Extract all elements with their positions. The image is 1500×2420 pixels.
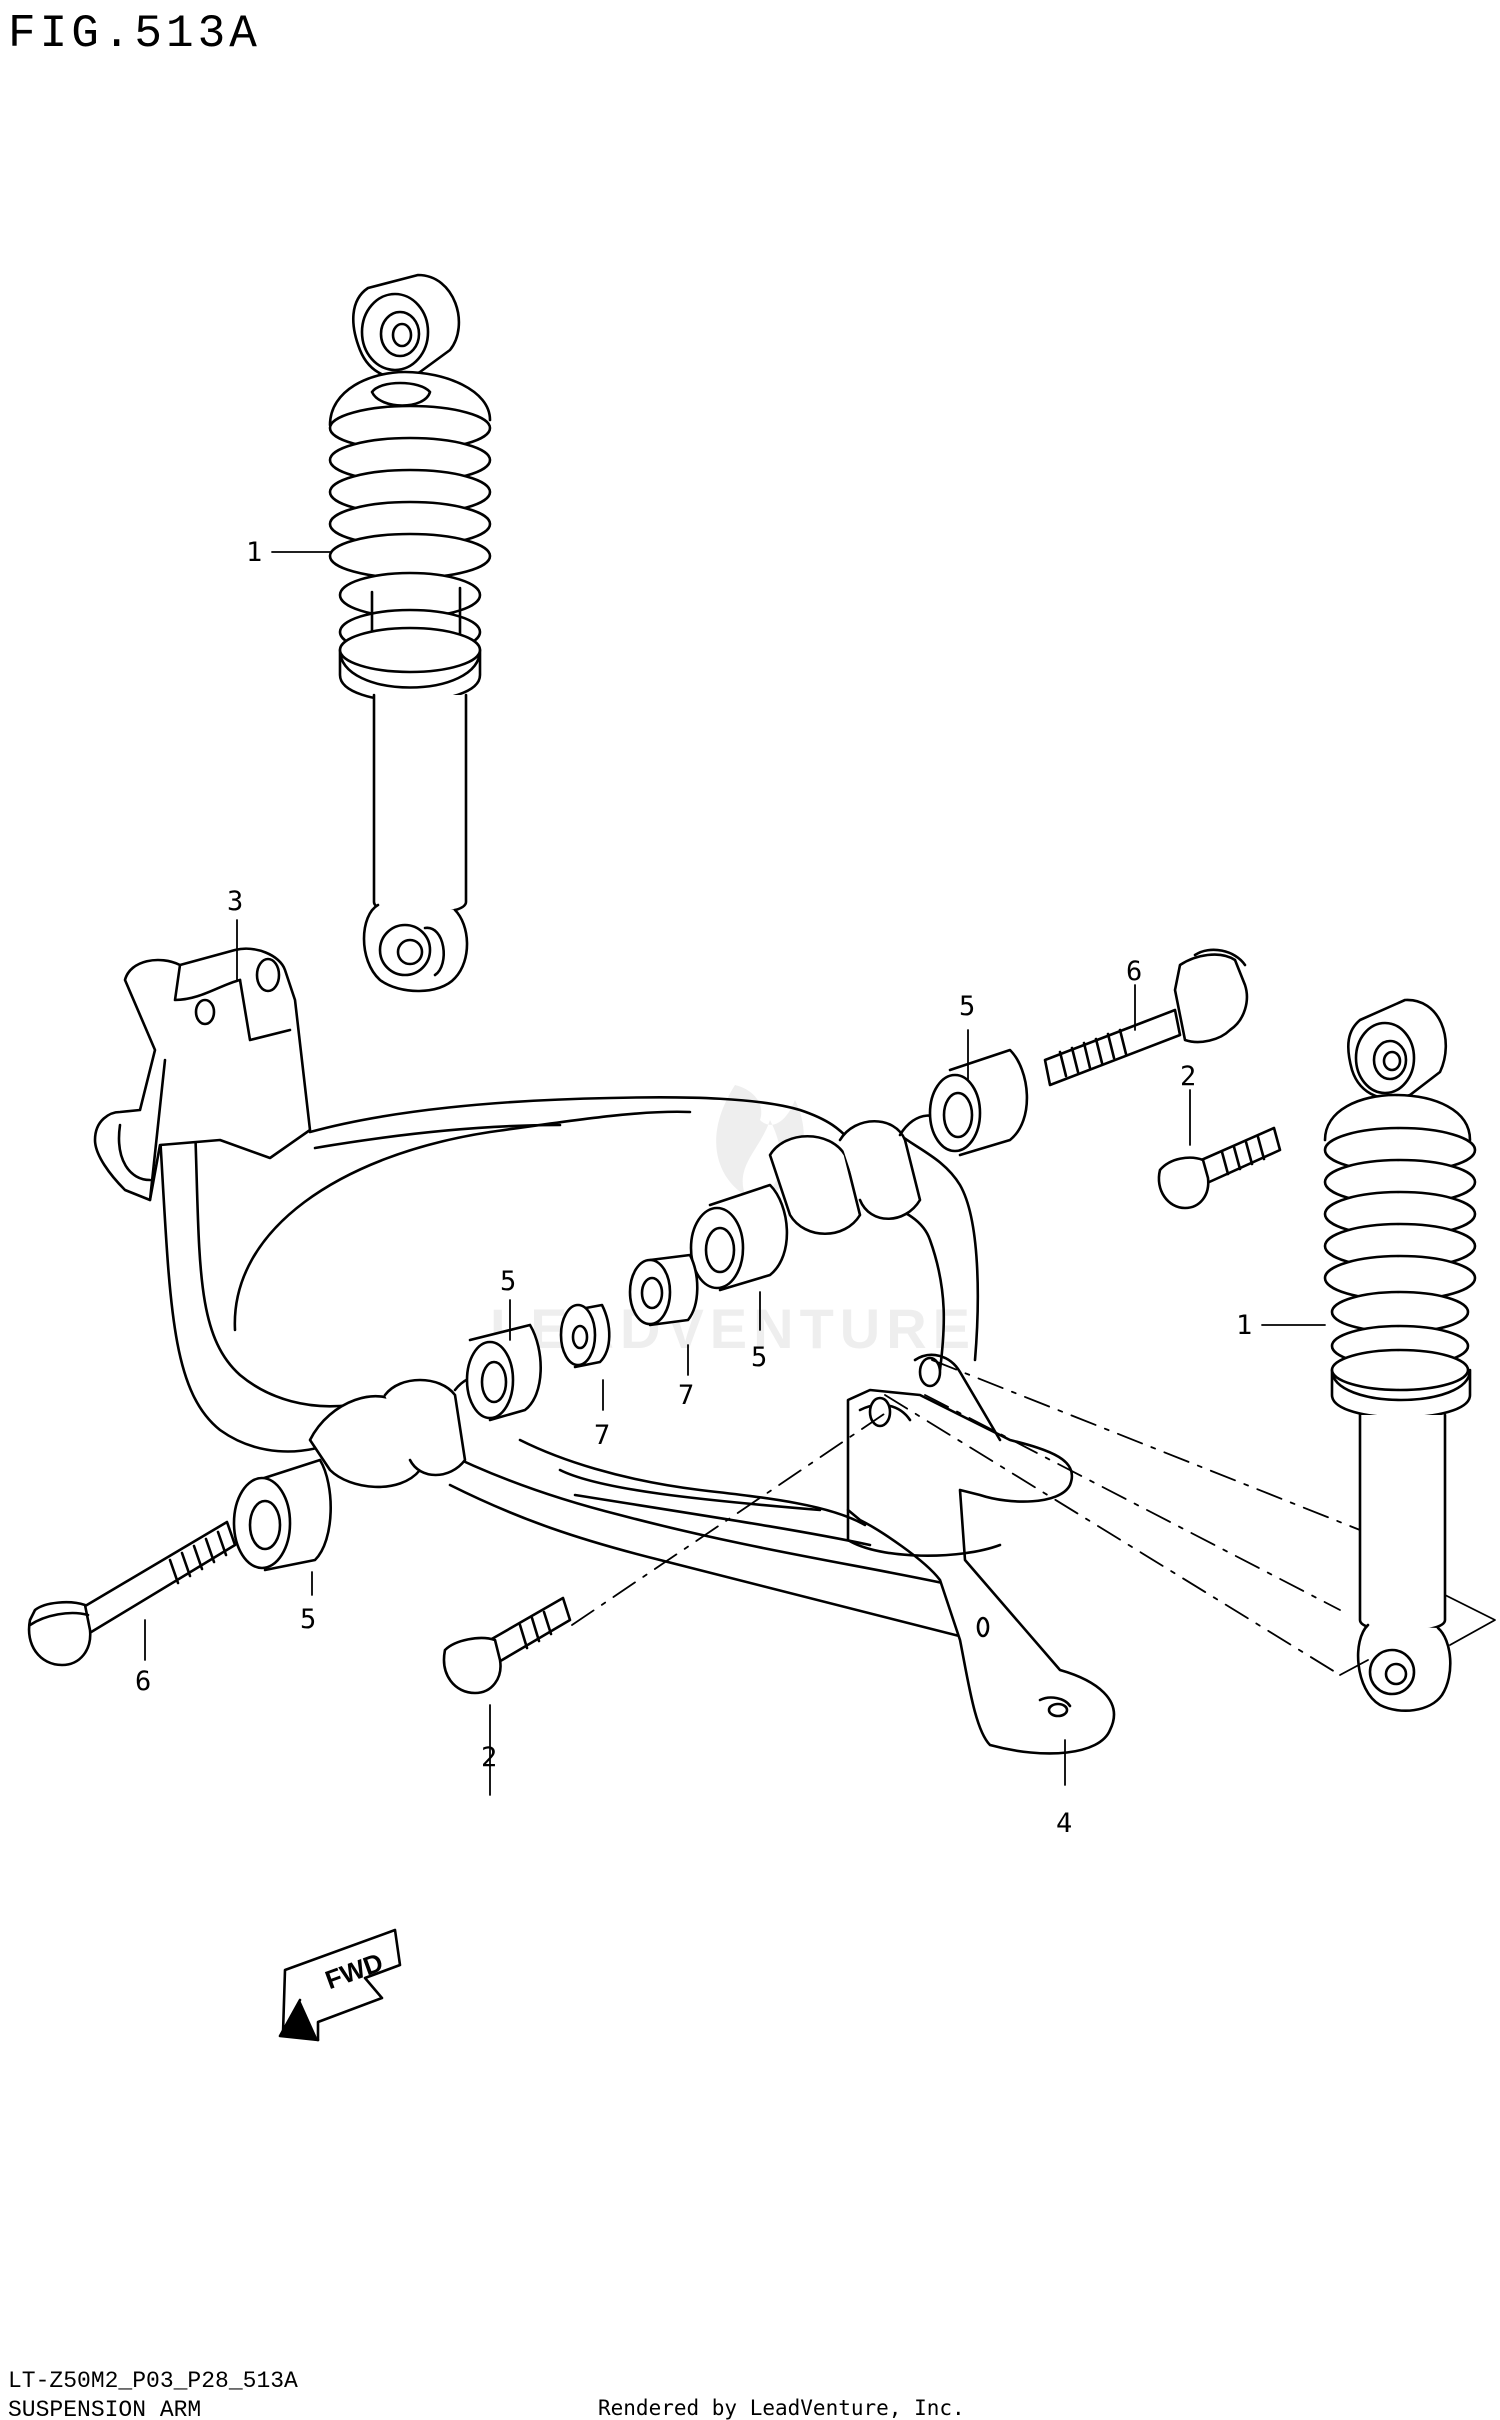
bolt-lower-left[interactable]	[27, 1520, 237, 1667]
callout-3-bracket: 3	[227, 886, 243, 917]
callout-1-upper-shock: 1	[246, 537, 262, 568]
bolt-upper-right[interactable]	[1043, 948, 1249, 1087]
callout-labels: 1 1 2 2 3 4 5 5 5 5 6 6 7 7	[135, 537, 1252, 1839]
bolt-center-small[interactable]	[442, 1596, 572, 1695]
figure-title: FIG.513A	[8, 8, 261, 60]
shock-absorber-upper[interactable]	[328, 273, 492, 993]
bushing-upper-right[interactable]	[928, 1048, 1029, 1157]
callout-4-bracket: 4	[1056, 1808, 1072, 1839]
callout-5-right: 5	[751, 1342, 767, 1373]
bracket-right-lower[interactable]	[846, 1353, 1116, 1755]
section-title: SUSPENSION ARM	[8, 2397, 202, 2420]
bolt-right-small[interactable]	[1157, 1126, 1282, 1210]
shock-absorber-right[interactable]	[1323, 998, 1477, 1712]
bracket-left[interactable]	[93, 947, 312, 1202]
callout-5-upper: 5	[959, 991, 975, 1022]
callout-6-upper-bolt: 6	[1126, 956, 1142, 987]
bushing-mid-right[interactable]	[689, 1183, 789, 1292]
callout-6-lower-bolt: 6	[135, 1666, 151, 1697]
callout-7-right: 7	[678, 1380, 694, 1411]
callout-2-right-bolt: 2	[1180, 1061, 1196, 1092]
callout-5-lower: 5	[300, 1604, 316, 1635]
bushing-mid-left[interactable]	[465, 1323, 542, 1422]
leader-lines	[144, 551, 1496, 1796]
callout-7-left: 7	[594, 1420, 610, 1451]
model-code: LT-Z50M2_P03_P28_513A	[8, 2368, 298, 2394]
render-credit: Rendered by LeadVenture, Inc.	[598, 2396, 965, 2420]
callout-5-mid: 5	[500, 1266, 516, 1297]
washer-left[interactable]	[559, 1303, 611, 1369]
callout-2-center-bolt: 2	[481, 1742, 497, 1773]
suspension-arm[interactable]	[158, 1096, 980, 1642]
washer-right[interactable]	[628, 1253, 699, 1327]
fwd-direction-arrow: FWD	[278, 1928, 402, 2042]
callout-1-right-shock: 1	[1236, 1310, 1252, 1341]
bushing-lower-left[interactable]	[232, 1458, 332, 1572]
